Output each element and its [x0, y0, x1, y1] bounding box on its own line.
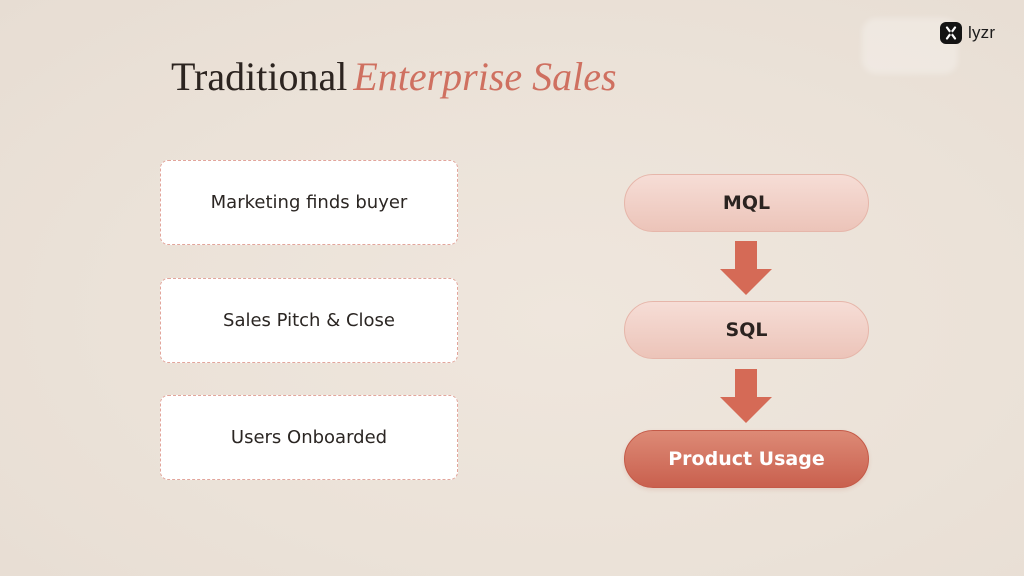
title-plain: Traditional	[171, 54, 348, 99]
funnel-stage-mql: MQL	[624, 174, 869, 232]
down-arrow-icon	[720, 241, 772, 295]
stage-label: Product Usage	[668, 448, 825, 470]
brand-logo: lyzr	[940, 22, 995, 44]
step-label: Marketing finds buyer	[210, 192, 408, 213]
step-label: Sales Pitch & Close	[223, 310, 395, 331]
funnel-stage-sql: SQL	[624, 301, 869, 359]
step-label: Users Onboarded	[230, 427, 388, 448]
step-box-marketing: Marketing finds buyer	[160, 160, 458, 245]
title-accent: Enterprise Sales	[353, 54, 617, 99]
step-box-sales: Sales Pitch & Close	[160, 278, 458, 363]
funnel-stage-product-usage: Product Usage	[624, 430, 869, 488]
step-box-onboarding: Users Onboarded	[160, 395, 458, 480]
stage-label: MQL	[722, 192, 771, 214]
stage-label: SQL	[725, 319, 768, 341]
lyzr-logo-icon	[940, 22, 962, 44]
down-arrow-icon	[720, 369, 772, 423]
brand-name: lyzr	[968, 23, 996, 42]
